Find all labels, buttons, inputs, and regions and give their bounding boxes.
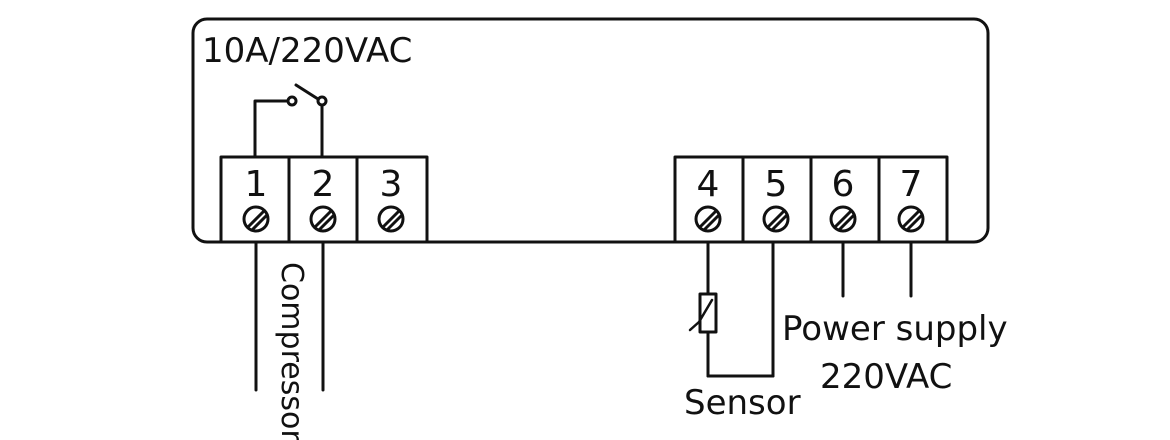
power-supply-voltage-label: 220VAC (820, 357, 952, 397)
screw-icon (829, 205, 857, 233)
screw-icon (242, 205, 270, 233)
relay-switch-symbol (253, 83, 328, 159)
screw-icon (762, 205, 790, 233)
sensor-circuit (688, 240, 775, 378)
sensor-label: Sensor (684, 383, 801, 423)
screw-icon (377, 205, 405, 233)
compressor-wires (254, 240, 325, 392)
screw-icon (897, 205, 925, 233)
relay-rating-label: 10A/220VAC (202, 31, 412, 71)
screw-icon (309, 205, 337, 233)
terminal-number-1: 1 (245, 164, 268, 205)
compressor-label: Compressor (274, 262, 309, 440)
terminal-block-right (673, 155, 949, 244)
terminal-number-7: 7 (900, 164, 923, 205)
terminal-number-4: 4 (697, 164, 720, 205)
controller-housing (191, 17, 990, 244)
power-supply-wires (841, 240, 913, 298)
terminal-number-5: 5 (765, 164, 788, 205)
terminal-number-3: 3 (380, 164, 403, 205)
terminal-number-2: 2 (312, 164, 335, 205)
screw-icon (694, 205, 722, 233)
terminal-number-6: 6 (832, 164, 855, 205)
power-supply-label: Power supply (782, 309, 1008, 349)
